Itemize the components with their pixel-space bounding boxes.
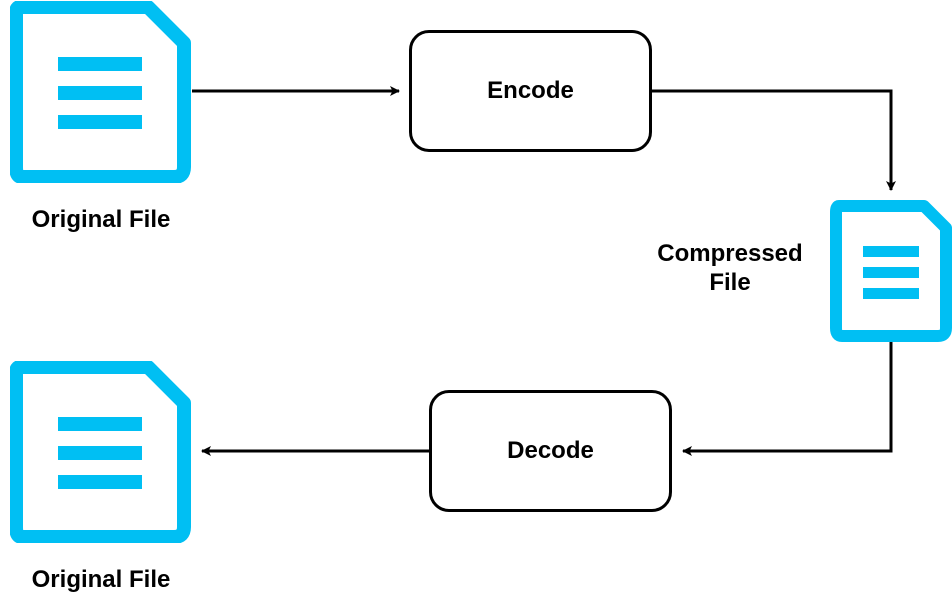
edge-compressed-to-decode (682, 341, 893, 456)
compressed-file-label-line2: File (709, 268, 751, 296)
document-icon (10, 361, 191, 543)
encode-step: Encode (409, 30, 652, 152)
document-icon (10, 1, 191, 183)
original-file-bottom-label: Original File (31, 566, 171, 593)
decode-label: Decode (507, 437, 594, 464)
decode-step: Decode (429, 390, 672, 512)
edge-encode-to-compressed (652, 89, 896, 191)
document-icon (830, 200, 952, 342)
compressed-file-label-line1: Compressed (657, 240, 803, 267)
encode-label: Encode (487, 77, 574, 104)
compressed-file-label: Compressed File (630, 240, 830, 298)
original-file-top-label: Original File (31, 206, 171, 233)
